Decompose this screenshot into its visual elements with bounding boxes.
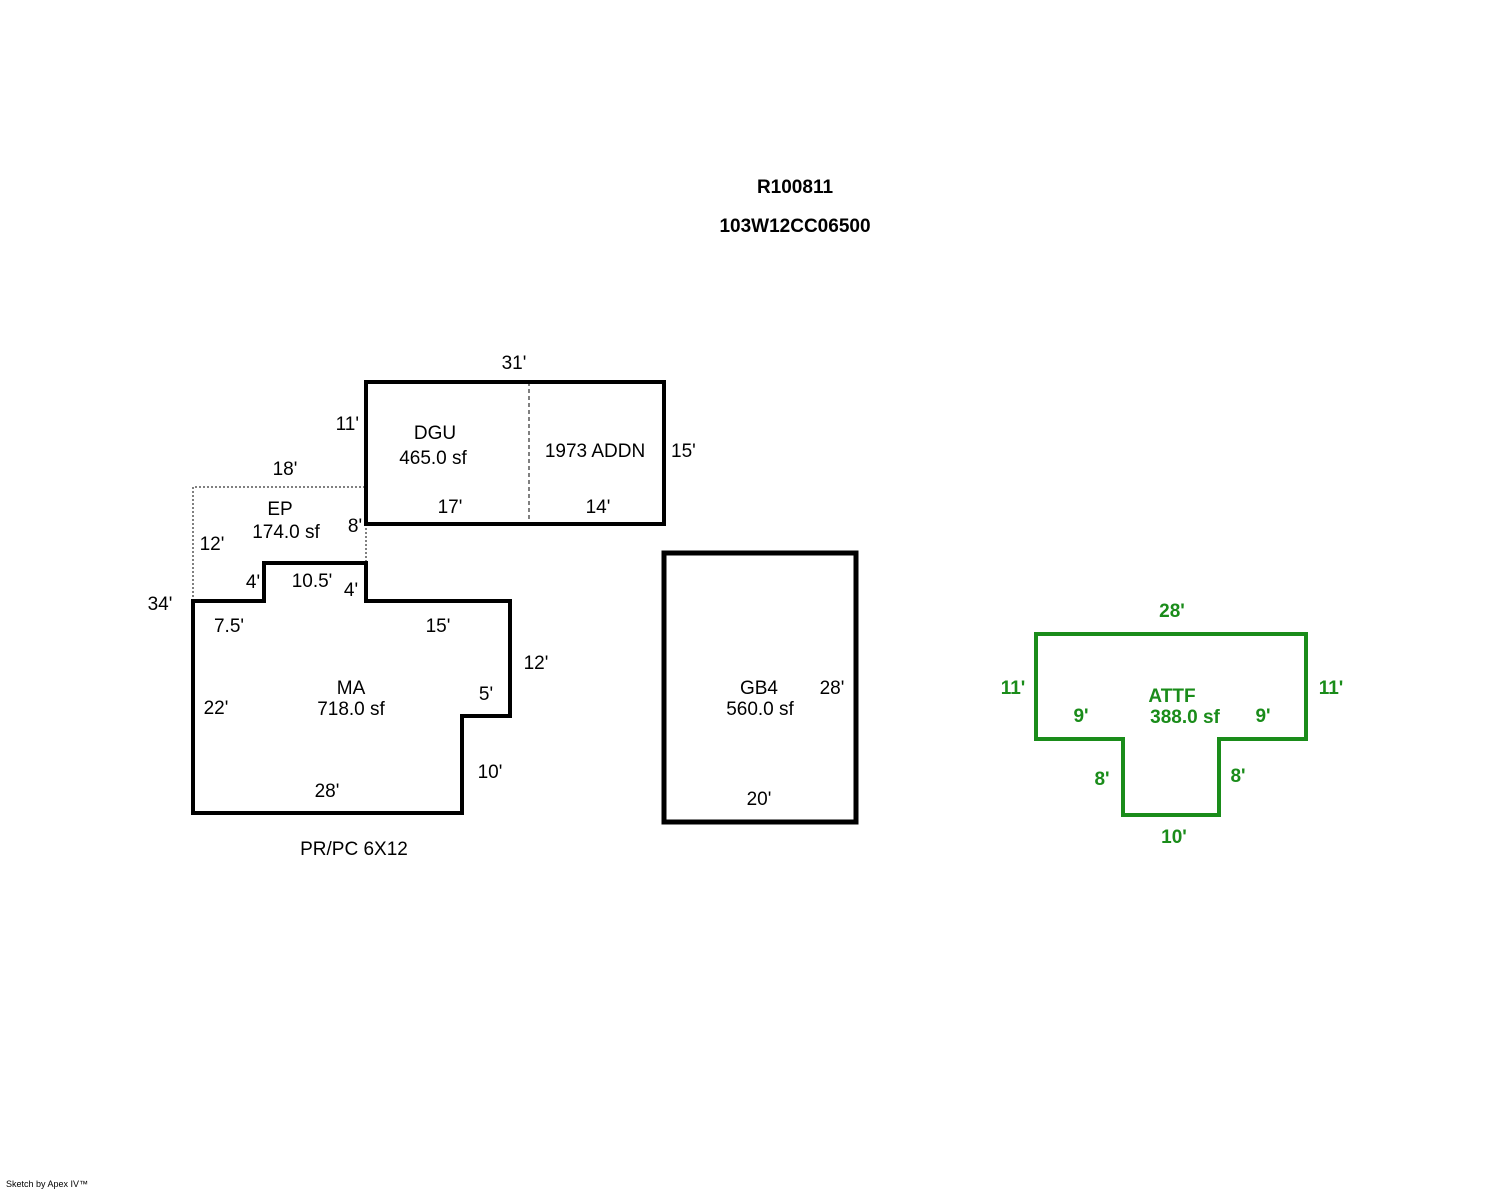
gb4-code: GB4 bbox=[740, 678, 778, 699]
attf-dim-bottom: 10' bbox=[1161, 827, 1187, 848]
sketch-credit: Sketch by Apex IV™ bbox=[6, 1179, 88, 1189]
ma-dim-right-upper: 12' bbox=[524, 653, 549, 674]
attf-dim-right: 11' bbox=[1319, 678, 1344, 699]
dgu-outline bbox=[364, 380, 666, 526]
gb4-dim-bottom: 20' bbox=[747, 789, 772, 810]
dgu-code: DGU bbox=[414, 423, 456, 444]
ma-dim-bottom: 28' bbox=[315, 781, 340, 802]
attf-dim-stem-right: 8' bbox=[1230, 766, 1245, 787]
ep-dim-left: 12' bbox=[200, 534, 225, 555]
record-id: R100811 bbox=[757, 177, 834, 198]
parcel-id: 103W12CC06500 bbox=[719, 216, 870, 237]
ep-outline bbox=[192, 486, 367, 601]
ep-code: EP bbox=[267, 499, 292, 520]
ma-dim-top-right: 15' bbox=[426, 616, 451, 637]
gb4-area: 560.0 sf bbox=[726, 699, 794, 720]
ma-dim-left: 22' bbox=[204, 698, 229, 719]
dgu-dim-left: 11' bbox=[336, 414, 359, 435]
gb4-outline bbox=[661, 550, 859, 825]
ma-outline bbox=[191, 561, 512, 815]
dgu-addition-label: 1973 ADDN bbox=[545, 441, 645, 462]
ep-dim-right: 8' bbox=[348, 516, 362, 537]
ma-dim-notch: 5' bbox=[479, 684, 493, 705]
attf-dim-left: 11' bbox=[1001, 678, 1026, 699]
ma-dim-step-left: 4' bbox=[246, 572, 260, 593]
ma-dim-step-top: 10.5' bbox=[292, 571, 333, 592]
attf-outline bbox=[1034, 632, 1308, 817]
ma-area: 718.0 sf bbox=[317, 699, 385, 720]
dgu-dim-bottom-left: 17' bbox=[438, 497, 463, 518]
ma-dim-top-left: 7.5' bbox=[214, 616, 244, 637]
attf-dim-inner-right: 9' bbox=[1255, 706, 1270, 727]
dgu-dim-bottom-right: 14' bbox=[586, 497, 611, 518]
ep-dim-top: 18' bbox=[273, 459, 298, 480]
ma-dim-right-lower: 10' bbox=[478, 762, 503, 783]
ma-dim-overall-left: 34' bbox=[148, 594, 173, 615]
attf-dim-top: 28' bbox=[1159, 601, 1185, 622]
ma-dim-step-right: 4' bbox=[344, 580, 358, 601]
attf-dim-stem-left: 8' bbox=[1094, 769, 1109, 790]
ma-code: MA bbox=[337, 678, 366, 699]
ep-area: 174.0 sf bbox=[252, 522, 320, 543]
attf-dim-inner-left: 9' bbox=[1073, 706, 1088, 727]
dgu-dim-right: 15' bbox=[671, 441, 696, 462]
dgu-area: 465.0 sf bbox=[399, 448, 467, 469]
attf-area: 388.0 sf bbox=[1150, 707, 1220, 728]
ma-note: PR/PC 6X12 bbox=[300, 839, 408, 860]
dgu-dim-top: 31' bbox=[502, 353, 527, 374]
attf-code: ATTF bbox=[1148, 686, 1195, 707]
gb4-dim-right: 28' bbox=[820, 678, 845, 699]
